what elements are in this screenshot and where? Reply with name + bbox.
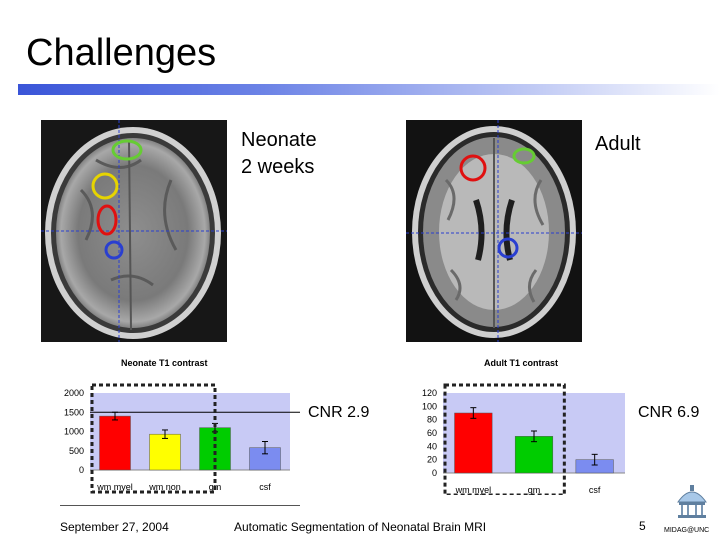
adult-label: Adult [595, 133, 641, 155]
page-number: 5 [639, 519, 646, 533]
bar-gm [199, 427, 231, 471]
x-tick-label: wm myel [455, 485, 492, 495]
bar-wm-myel [99, 415, 131, 471]
x-tick-label: gm [528, 485, 541, 495]
x-tick-label: wm myel [96, 482, 133, 492]
y-tick-label: 60 [427, 428, 437, 438]
logo-text: MIDAG@UNC [664, 527, 710, 534]
footer-date: September 27, 2004 [60, 520, 169, 534]
neonate-mri-image [41, 120, 227, 342]
footer-divider [60, 505, 300, 506]
y-tick-label: 2000 [64, 388, 84, 398]
slide-title: Challenges [26, 32, 217, 74]
neonate-label-line1: Neonate [241, 129, 317, 151]
highlight-box [443, 383, 566, 495]
y-tick-label: 120 [422, 388, 437, 398]
y-tick-label: 0 [432, 468, 437, 478]
footer-title: Automatic Segmentation of Neonatal Brain… [234, 520, 487, 534]
adult-cnr-label: CNR 6.9 [638, 404, 700, 421]
adult-contrast-chart: 0 20 40 60 80 100 120 wm myel gm csf [422, 383, 625, 495]
y-tick-label: 500 [69, 446, 84, 456]
bar-wm-myel [454, 412, 493, 474]
y-tick-label: 100 [422, 401, 437, 411]
y-tick-label: 20 [427, 455, 437, 465]
bar-gm [514, 436, 554, 474]
y-tick-label: 0 [79, 465, 84, 475]
bar-wm-non [149, 433, 181, 471]
neonate-label-line2: 2 weeks [241, 156, 315, 178]
y-tick-label: 40 [427, 441, 437, 451]
neonate-chart-title: Neonate T1 contrast [121, 358, 208, 368]
y-tick-label: 80 [427, 415, 437, 425]
unc-bell-tower-logo [677, 485, 707, 518]
adult-chart-title: Adult T1 contrast [484, 358, 559, 368]
y-tick-label: 1500 [64, 407, 84, 417]
highlight-box [90, 383, 217, 494]
neonate-cnr-label: CNR 2.9 [308, 404, 370, 421]
adult-mri-image [406, 120, 582, 342]
y-tick-label: 1000 [64, 427, 84, 437]
x-tick-label: wm non [148, 482, 181, 492]
x-tick-label: csf [259, 482, 271, 492]
x-tick-label: csf [589, 485, 601, 495]
title-accent-bar [18, 84, 720, 95]
